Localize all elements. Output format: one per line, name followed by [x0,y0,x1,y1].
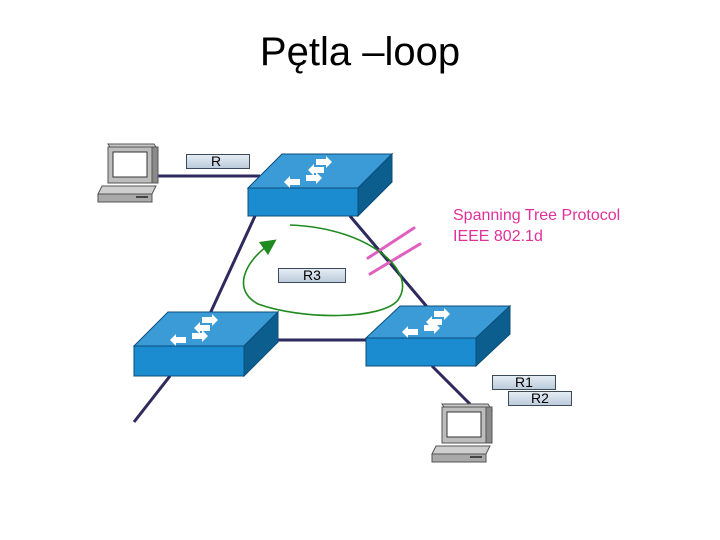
blocked-port-mark [366,226,422,276]
label-r3-text: R3 [303,267,321,283]
label-r-text: R [211,153,222,169]
label-r3: R3 [278,268,346,283]
label-r2: R2 [508,391,572,406]
stp-annotation: Spanning Tree Protocol IEEE 802.1d [453,205,620,247]
loop-arrow-icon [242,224,404,317]
lan-switch-icon [246,152,394,218]
workstation-icon [431,403,493,463]
cable-top-left [206,215,257,319]
stp-annotation-line-2: IEEE 802.1d [453,228,543,245]
workstation-icon [97,143,159,203]
label-r1-text: R1 [515,374,533,390]
stp-annotation-line-1: Spanning Tree Protocol [453,207,621,224]
label-r: R [186,154,250,169]
cable-right-pc [430,364,472,406]
lan-switch-icon [132,310,280,378]
cable-left-down [132,375,172,423]
label-r2-text: R2 [531,390,549,406]
lan-switch-icon [364,304,512,368]
page-title: Pętla –loop [259,30,461,74]
label-r1: R1 [492,375,556,390]
